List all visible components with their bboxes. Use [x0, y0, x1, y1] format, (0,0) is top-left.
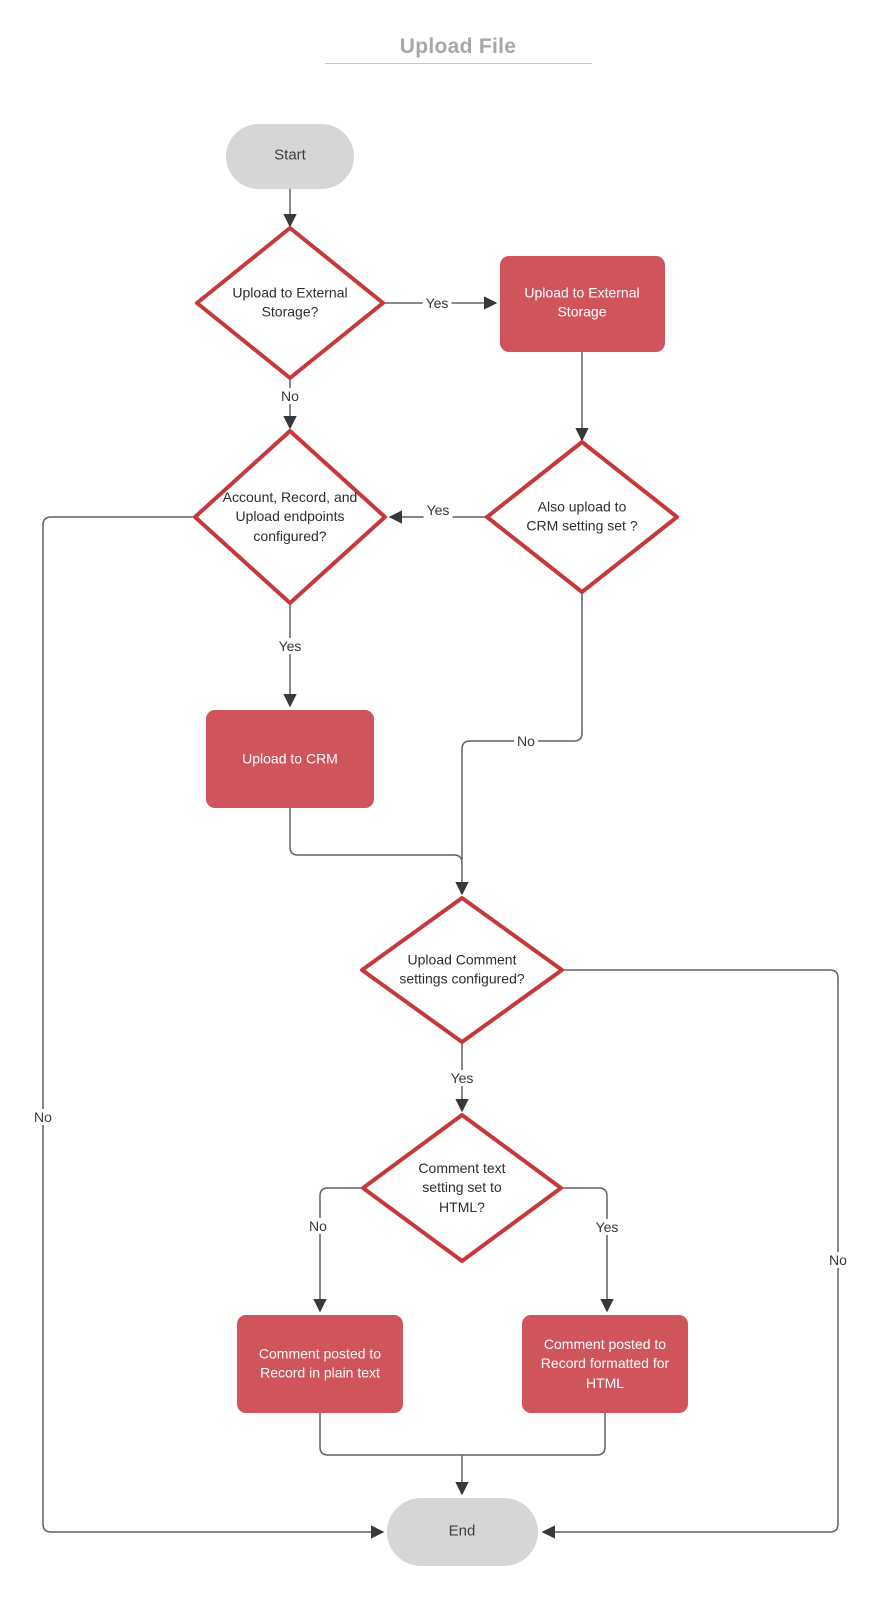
title-underline: [325, 63, 592, 64]
decision-comment-text-html-label: Comment text setting set to HTML?: [418, 1160, 506, 1215]
edge-label-comment-settings-no: No: [826, 1252, 850, 1268]
edge-html-to-merge: [462, 1413, 606, 1456]
start-node: [226, 124, 354, 189]
decision-external-storage-label: Upload to External Storage?: [232, 284, 348, 320]
edge-label-external-no: No: [278, 388, 302, 404]
edge-endpoints-no: [42, 516, 385, 1539]
edge-comment-html-no: [313, 1187, 363, 1313]
decision-external-storage: [195, 226, 385, 380]
decision-also-upload-crm: [485, 440, 679, 594]
decision-comment-settings: [360, 896, 564, 1044]
start-label: Start: [274, 146, 306, 164]
process-comment-plain-text: [237, 1315, 403, 1413]
edge-plain-text-to-merge: [319, 1413, 462, 1456]
edge-label-comment-html-no: No: [306, 1218, 330, 1234]
process-upload-to-crm: [206, 710, 374, 808]
end-label: End: [448, 1522, 476, 1540]
end-node: [387, 1498, 538, 1566]
decision-endpoints-configured: [193, 429, 387, 605]
edge-comment-settings-no: [541, 969, 839, 1539]
edge-also-crm-no: [461, 592, 583, 860]
process-upload-external-storage: [500, 256, 665, 352]
decision-endpoints-configured-label: Account, Record, and Upload endpoints co…: [222, 489, 358, 544]
diagram-title: Upload File: [399, 35, 517, 58]
process-comment-plain-text-label: Comment posted to Record in plain text: [258, 1345, 382, 1381]
decision-comment-settings-label: Upload Comment settings configured?: [399, 951, 525, 987]
decision-comment-text-html: [361, 1113, 563, 1263]
process-upload-external-storage-label: Upload to External Storage: [524, 284, 640, 320]
process-comment-html-label: Comment posted to Record formatted for H…: [540, 1336, 670, 1391]
edge-label-external-yes: Yes: [422, 295, 452, 311]
edge-label-comment-settings-yes: Yes: [447, 1070, 477, 1086]
edge-label-endpoints-no: No: [31, 1109, 55, 1125]
edge-label-also-crm-yes: Yes: [423, 502, 453, 518]
edge-label-endpoints-yes: Yes: [275, 638, 305, 654]
decision-also-upload-crm-label: Also upload to CRM setting set ?: [526, 498, 638, 534]
edge-crm-process-to-comment-settings: [289, 808, 469, 896]
edge-label-also-crm-no: No: [514, 733, 538, 749]
edge-comment-html-yes: [561, 1187, 614, 1313]
process-upload-to-crm-label: Upload to CRM: [242, 750, 338, 767]
process-comment-html: [522, 1315, 688, 1413]
edge-label-comment-html-yes: Yes: [592, 1219, 622, 1235]
